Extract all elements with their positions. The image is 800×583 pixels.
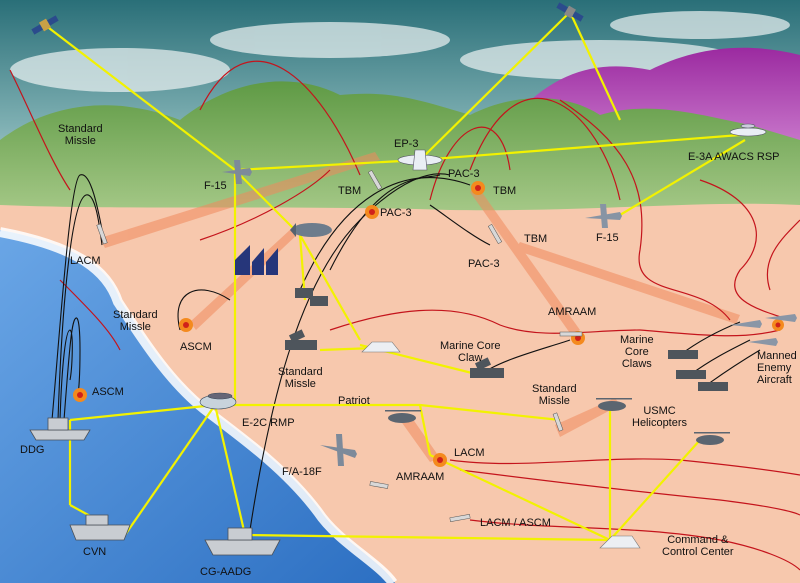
aerostat-icon: [290, 223, 332, 237]
missile-icons: [96, 169, 583, 522]
e2c-aircraft-icon: [199, 392, 237, 410]
label-tbm-2: TBM: [493, 185, 517, 197]
coastline: [0, 227, 398, 583]
label-manned-enemy-aircraft: Manned Enemy Aircraft: [757, 350, 797, 386]
helicopter-icons: [385, 398, 730, 445]
satellite-icon: [31, 15, 59, 35]
label-tbm-1: TBM: [338, 185, 362, 197]
label-tbm-3: TBM: [524, 233, 548, 245]
enemy-aircraft-icon: [730, 314, 797, 346]
label-fa18f: F/A-18F: [282, 466, 322, 478]
label-lacm-left: LACM: [70, 255, 101, 267]
label-patriot: Patriot: [338, 395, 370, 407]
label-lacm-ascm: LACM / ASCM: [480, 517, 551, 529]
label-marine-core-claws: Marine Core Claws: [620, 334, 654, 370]
label-standard-missle-right: Standard Missle: [532, 383, 577, 407]
label-e3a: E-3A AWACS RSP: [688, 151, 780, 163]
green-hills: [0, 81, 800, 215]
intercept-bursts: [73, 181, 784, 467]
label-f15-left: F-15: [204, 180, 227, 192]
f15-right-aircraft-icon: [585, 204, 622, 228]
intercept-trajectories: [51, 173, 761, 531]
fa18f-aircraft-icon: [320, 434, 357, 466]
label-lacm-low: LACM: [454, 447, 485, 459]
land: [0, 203, 800, 583]
satellite-icon: [556, 2, 584, 22]
label-pac3-mid: PAC-3: [380, 207, 412, 219]
label-command-center: Command & Control Center: [662, 534, 734, 558]
sensor-beams: [100, 152, 740, 462]
label-f15-right: F-15: [596, 232, 619, 244]
ship-icons: [29, 417, 281, 556]
ep3-aircraft-icon: [397, 149, 443, 171]
f15-aircraft-icon: [222, 160, 252, 184]
label-ep3: EP-3: [394, 138, 419, 150]
label-ascm-left: ASCM: [92, 386, 124, 398]
label-pac3-low: PAC-3: [468, 258, 500, 270]
label-standard-missle-top: Standard Missle: [58, 123, 103, 147]
label-e2c: E-2C RMP: [242, 417, 295, 429]
label-ddg: DDG: [20, 444, 45, 456]
label-standard-missle-mid: Standard Missle: [278, 366, 323, 390]
shelter-icons: [361, 341, 641, 549]
awacs-aircraft-icon: [729, 123, 767, 137]
clouds: [10, 11, 790, 92]
label-amraam-low: AMRAAM: [396, 471, 445, 483]
label-pac3-top: PAC-3: [448, 168, 480, 180]
label-usmc-helicopters: USMC Helicopters: [632, 405, 688, 429]
radar-site-icon: [235, 245, 278, 275]
label-cg-aadg: CG-AADG: [200, 566, 252, 578]
launcher-vehicle-icons: [285, 288, 728, 391]
label-amraam-top: AMRAAM: [548, 306, 597, 318]
label-cvn: CVN: [83, 546, 107, 558]
label-ascm-mid: ASCM: [180, 341, 212, 353]
label-standard-missle-left: Standard Missle: [113, 309, 158, 333]
label-marine-core-claw: Marine Core Claw: [440, 340, 501, 364]
